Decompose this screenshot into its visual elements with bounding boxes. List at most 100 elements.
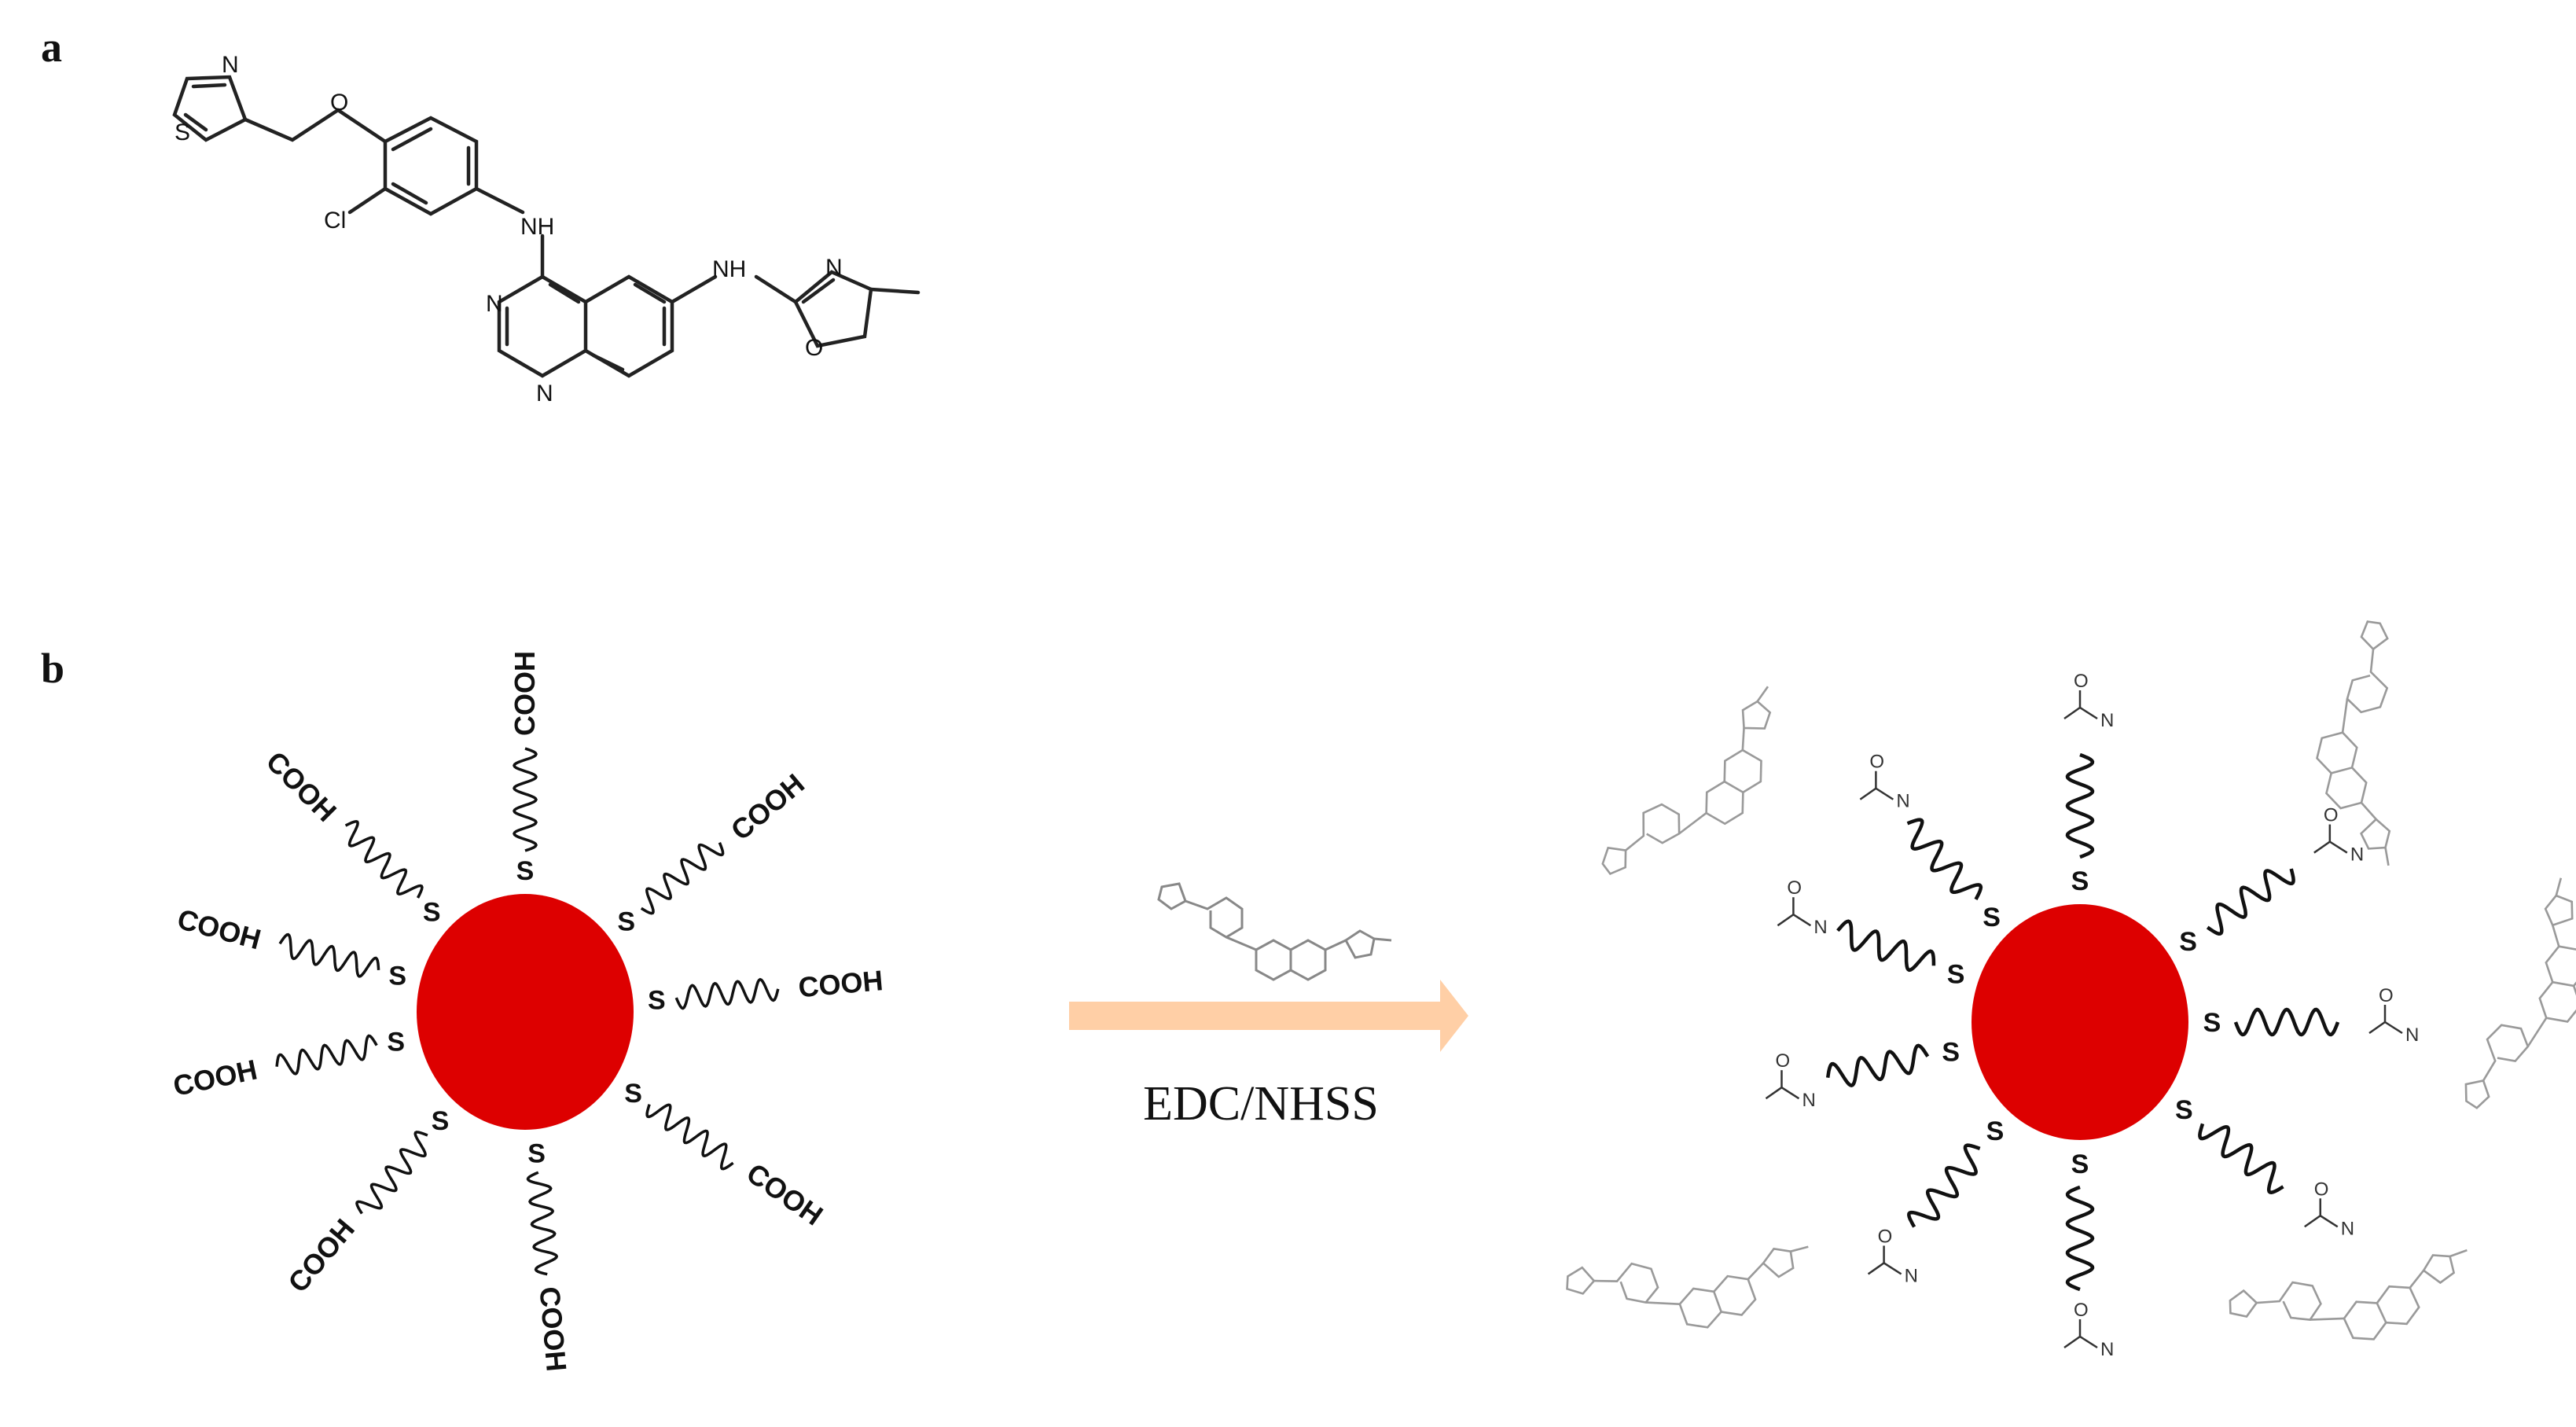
nanoparticle-core — [417, 894, 634, 1130]
drug-structure — [172, 75, 921, 378]
conjugated-drug-molecule — [1601, 686, 1772, 876]
panel-b-label: b — [41, 645, 64, 692]
atom-labels: N S O Cl NH NH N N N O — [175, 52, 843, 406]
sulfur-label: S — [388, 961, 406, 991]
amide-linkage: ON — [2063, 1300, 2114, 1360]
amide-nitrogen: N — [1813, 917, 1827, 938]
alkyl-chain — [1907, 1143, 1981, 1228]
sulfur-label: S — [1983, 903, 2001, 932]
sulfur-label: S — [387, 1027, 405, 1057]
carboxyl-label: COOH — [725, 767, 810, 847]
sulfur-label: S — [617, 907, 635, 936]
amide-nitrogen: N — [2100, 710, 2114, 731]
amide-oxygen: O — [2324, 805, 2339, 826]
methylene-linker — [243, 108, 340, 142]
sulfur-label: S — [2175, 1095, 2193, 1125]
sulfur-label: S — [2203, 1008, 2221, 1038]
atom-n-quinazoline-1: N — [486, 291, 503, 317]
amide-oxygen: O — [2379, 985, 2394, 1006]
alkyl-chain — [526, 1171, 559, 1276]
atom-n-quinazoline-2: N — [536, 381, 553, 406]
amide-linkage: ON — [2368, 985, 2419, 1046]
sulfur-label: S — [527, 1138, 546, 1168]
conjugated-drug-molecule — [2229, 1249, 2468, 1341]
amide-oxygen: O — [1869, 752, 1884, 773]
sulfur-label: S — [2179, 927, 2197, 957]
oxazoline-ring — [793, 270, 873, 348]
carboxyl-label: COOH — [740, 1157, 829, 1232]
sulfur-label: S — [2071, 1149, 2089, 1179]
alkyl-chain — [278, 932, 380, 978]
atom-o-ether: O — [330, 90, 348, 116]
carboxylated-nanoparticle: S COOH S COOH S COOH S COOH S COOH S COOH S COOH S COOH… — [171, 651, 884, 1373]
alkyl-chain — [645, 1103, 734, 1171]
carboxyl-label: COOH — [797, 964, 884, 1003]
nanoparticle-core — [1972, 904, 2188, 1140]
amide-linkage: ON — [1859, 752, 1910, 812]
sulfur-label: S — [1942, 1037, 1960, 1067]
alkyl-chain — [674, 977, 780, 1010]
conjugated-drug-molecule — [2464, 877, 2576, 1109]
chlorophenyl-ring — [383, 116, 479, 216]
carboxyl-label: COOH — [281, 1212, 361, 1298]
amide-nitrogen: N — [2341, 1218, 2354, 1239]
sulfur-label: S — [1947, 959, 1965, 989]
carboxyl-label: COOH — [174, 903, 264, 956]
amide-nitrogen: N — [1896, 791, 1909, 812]
alkyl-chain — [2206, 868, 2295, 936]
alkyl-chain — [513, 747, 538, 852]
sulfur-label: S — [423, 898, 441, 928]
sulfur-label: S — [1986, 1116, 2005, 1146]
quinazoline-ring — [497, 274, 588, 378]
alkyl-chain — [2233, 1007, 2340, 1037]
sulfur-label: S — [432, 1106, 450, 1136]
amide-linkage: ON — [2313, 805, 2364, 866]
alkyl-chain — [275, 1034, 378, 1076]
amide-oxygen: O — [1775, 1050, 1790, 1072]
amide-nitrogen: N — [2405, 1024, 2419, 1046]
alkyl-chain — [2065, 752, 2095, 859]
sulfur-label: S — [516, 856, 535, 886]
thiazole-ring — [172, 75, 248, 142]
alkyl-chain — [2065, 1185, 2095, 1292]
carboxyl-label: COOH — [260, 745, 343, 828]
drug-thumbnail-reagent — [1157, 882, 1392, 981]
reaction-arrow — [1069, 980, 1468, 1052]
amide-oxygen: O — [1787, 877, 1802, 899]
amide-nitrogen: N — [1802, 1090, 1815, 1111]
sulfur-label: S — [648, 985, 666, 1015]
amide-oxygen: O — [2074, 671, 2089, 692]
amide-linkage: ON — [1777, 877, 1828, 938]
alkyl-chain — [1836, 919, 1936, 973]
alkyl-chain — [344, 820, 424, 899]
atom-o-oxazoline: O — [805, 335, 823, 361]
amide-oxygen: O — [2074, 1300, 2089, 1321]
alkyl-chain — [640, 842, 725, 915]
carboxyl-label: COOH — [533, 1285, 572, 1373]
atom-nh-amino: NH — [712, 256, 746, 282]
amide-nitrogen: N — [2350, 844, 2364, 866]
panel-a-label: a — [41, 24, 62, 71]
conjugated-drug-molecule — [2316, 620, 2391, 866]
alkyl-chain — [1825, 1043, 1930, 1087]
amide-linkage: ON — [2063, 671, 2114, 731]
amide-nitrogen: N — [2100, 1339, 2114, 1360]
alkyl-chain — [2198, 1123, 2284, 1194]
amide-oxygen: O — [2314, 1179, 2329, 1200]
amide-linkage: ON — [2304, 1179, 2354, 1239]
atom-n-oxazoline: N — [825, 255, 843, 281]
atom-n-thiazole: N — [222, 52, 239, 78]
carboxyl-label: COOH — [509, 651, 541, 736]
sulfur-label: S — [2071, 866, 2089, 896]
amide-nitrogen: N — [1905, 1265, 1918, 1286]
reagent-label: EDC/NHSS — [1143, 1077, 1379, 1131]
conjugated-drug-molecule — [1566, 1245, 1809, 1329]
atom-nh-aniline: NH — [520, 214, 554, 240]
carboxyl-label: COOH — [171, 1053, 260, 1102]
atom-cl: Cl — [324, 208, 346, 234]
amide-oxygen: O — [1878, 1226, 1893, 1247]
atom-s-thiazole: S — [175, 120, 190, 145]
alkyl-chain — [1906, 818, 1983, 900]
